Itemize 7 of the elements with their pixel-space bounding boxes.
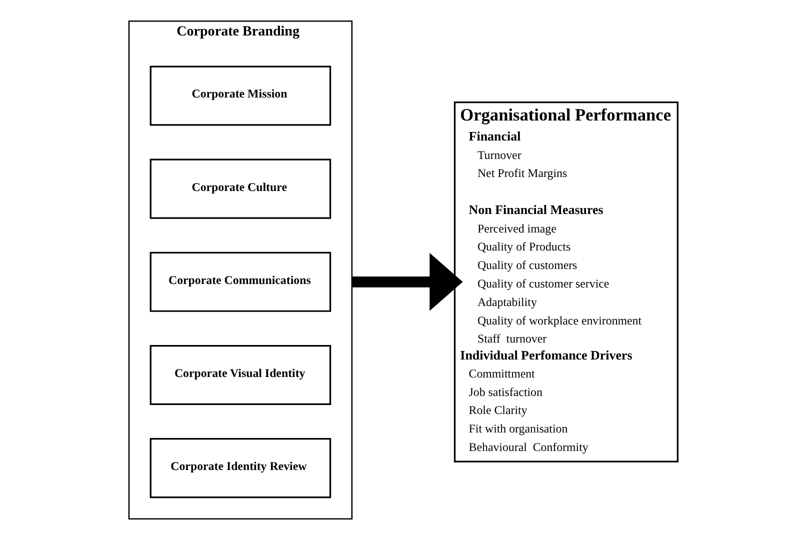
node-box: Corporate Culture: [149, 158, 331, 219]
node-box: Organisational Performance Financial Turnover Net Profit Margins Non Financial Measures Perceived image Quality of Products Quality of customers Quality of customer service Adaptability Quality of workplace environment Staff turnover Individual Perfomance Drivers Committment Job satisfaction Role Clarity Fit with organisation Behavioural Conformity: [453, 101, 678, 462]
node-box: Corporate Communications: [149, 252, 331, 312]
node-box: Corporate Mission: [149, 66, 331, 126]
arrow: [351, 252, 462, 311]
node-box: Corporate Visual Identity: [149, 344, 331, 405]
node-box: Corporate Identity Review: [149, 438, 331, 498]
